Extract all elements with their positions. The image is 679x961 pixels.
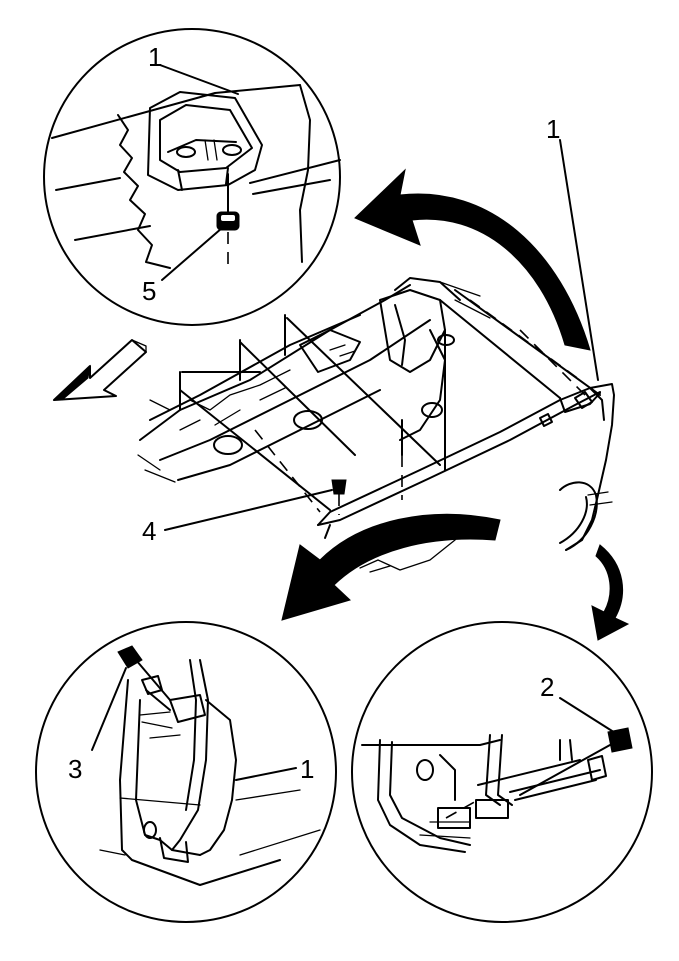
left-detail-fender-lower: [99, 645, 321, 886]
top-detail-circle: [43, 28, 341, 326]
arrow-to-left-detail: [281, 513, 501, 621]
alignment-lines: [179, 289, 601, 513]
top-detail-callout-5: 5: [142, 276, 156, 306]
main-view-callouts: 1 4: [142, 114, 599, 546]
main-callout-1: 1: [546, 114, 560, 144]
right-detail-view: 2: [351, 621, 653, 923]
left-detail-callout-1: 1: [300, 754, 314, 784]
left-detail-view: 3 1: [35, 621, 337, 923]
front-fender: [317, 383, 615, 551]
right-detail-callout-2: 2: [540, 672, 554, 702]
arrow-to-top-detail: [354, 168, 591, 351]
top-detail-view: 1 5: [43, 28, 341, 326]
arrow-to-right-detail: [591, 544, 630, 641]
right-detail-circle: [351, 621, 653, 923]
left-detail-circle: [35, 621, 337, 923]
right-detail-fender-front: [361, 727, 633, 853]
left-detail-bolt-icon: [117, 645, 143, 669]
main-nut-icon: [331, 479, 347, 495]
top-detail-callout-1: 1: [148, 42, 162, 72]
lower-fender-hint: [359, 529, 463, 573]
main-callout-4: 4: [142, 516, 156, 546]
removal-arrows: [52, 168, 630, 641]
top-detail-fender-bracket: [51, 84, 341, 270]
left-detail-callout-3: 3: [68, 754, 82, 784]
vehicle-front-structure: [137, 277, 491, 483]
